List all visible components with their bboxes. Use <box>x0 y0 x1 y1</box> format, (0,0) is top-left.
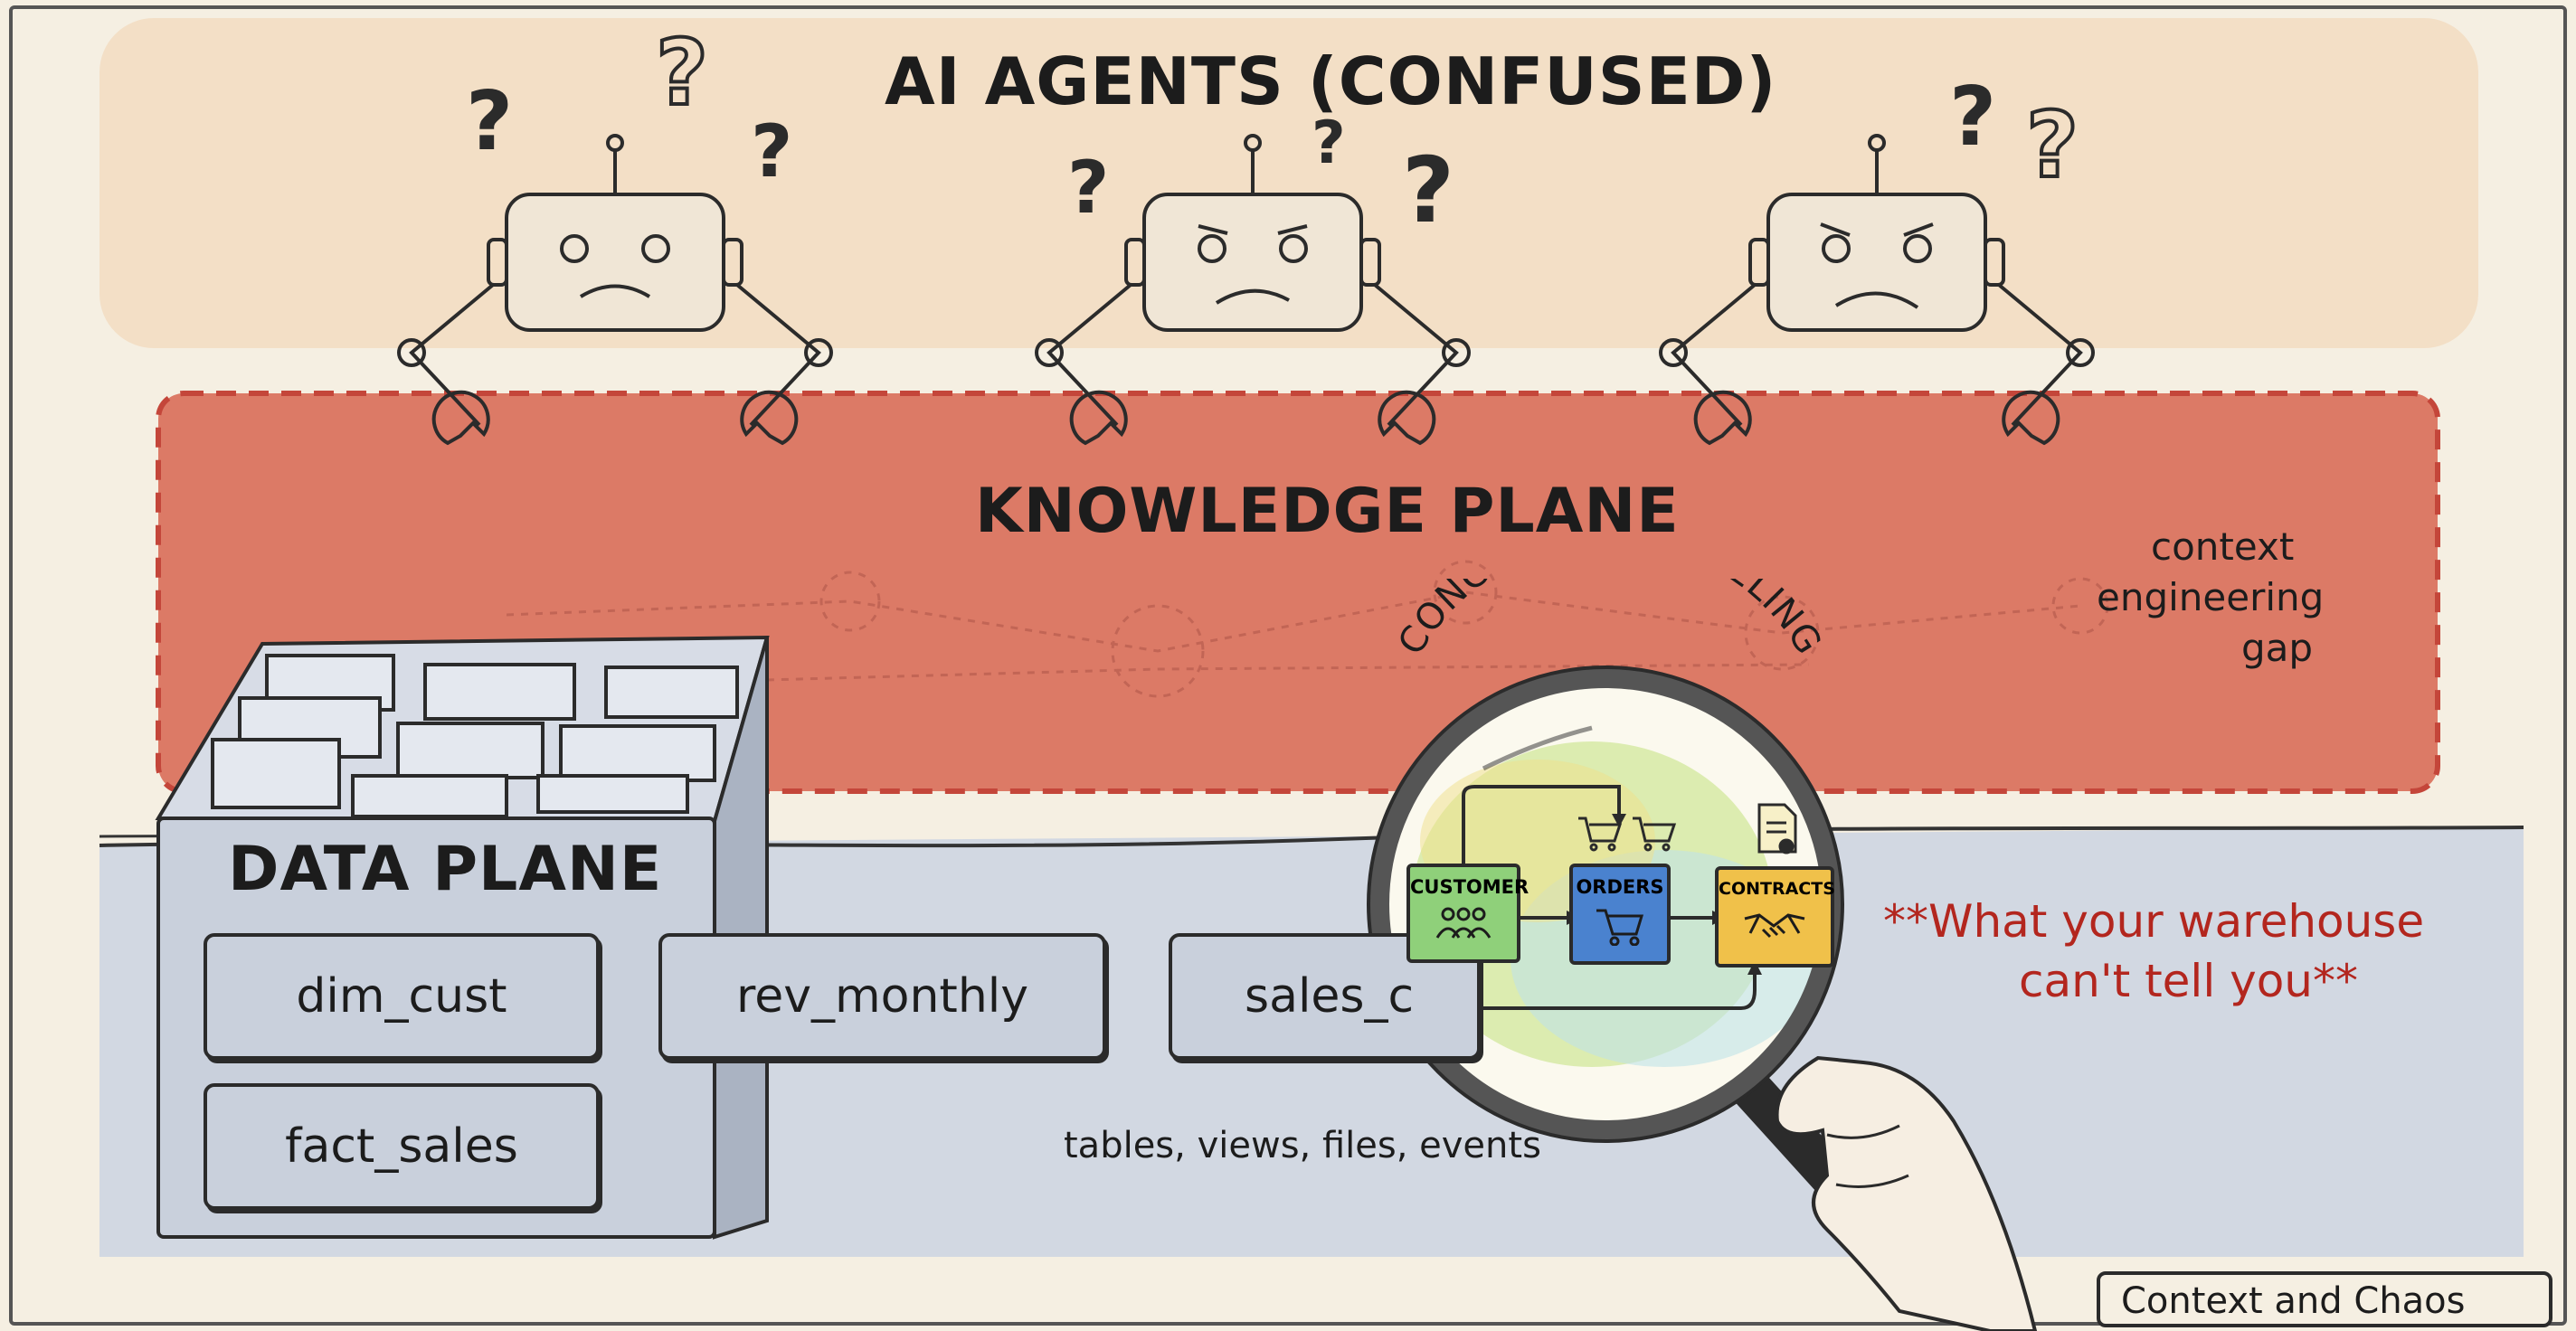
svg-text:?: ? <box>1067 146 1109 230</box>
hand-icon <box>1775 1055 2038 1331</box>
svg-text:?: ? <box>1402 137 1454 243</box>
document-icon <box>1757 803 1797 854</box>
table-rev-monthly: rev_monthly <box>658 933 1106 1060</box>
knowledge-note-line: context <box>2151 524 2295 569</box>
people-icon <box>1435 907 1492 939</box>
svg-text:?: ? <box>1312 109 1346 177</box>
shopping-cart-icon <box>1596 909 1644 946</box>
knowledge-note-line: gap <box>2241 626 2314 670</box>
svg-text:?: ? <box>2026 92 2079 198</box>
question-mark-icon: ? ? ? ? ? ? ? ? <box>466 18 2080 243</box>
entity-contracts-label: CONTRACTS <box>1719 879 1835 899</box>
entity-customer: CUSTOMER <box>1406 864 1529 963</box>
robot-icon <box>397 134 2095 446</box>
table-dim-cust: dim_cust <box>204 933 600 1060</box>
svg-text:CONCEPTUAL MODELING: CONCEPTUAL MODELING <box>1390 579 1830 662</box>
warehouse-callout-line: can't tell you** <box>2019 955 2358 1007</box>
handshake-icon <box>1744 913 1805 939</box>
entity-customer-label: CUSTOMER <box>1410 876 1530 898</box>
warehouse-callout-line: **What your warehouse <box>1883 895 2425 948</box>
entity-orders: ORDERS <box>1569 864 1671 965</box>
table-sales: sales_c <box>1169 933 1481 1060</box>
knowledge-note-line: engineering <box>2097 575 2325 619</box>
conceptual-modeling-arc: CONCEPTUAL MODELING <box>1390 579 1830 662</box>
svg-text:?: ? <box>656 20 708 126</box>
data-plane-footnote: tables, views, files, events <box>1064 1125 1541 1166</box>
corner-tag: Context and Chaos <box>2121 1280 2466 1322</box>
entity-contracts: CONTRACTS <box>1715 866 1835 968</box>
svg-text:?: ? <box>751 109 792 194</box>
entity-orders-label: ORDERS <box>1576 876 1664 898</box>
svg-text:?: ? <box>1949 70 1996 165</box>
table-fact-sales: fact_sales <box>204 1083 600 1210</box>
shopping-cart-icon <box>1578 817 1677 852</box>
agents-title: AI AGENTS (CONFUSED) <box>885 43 1777 119</box>
svg-text:?: ? <box>466 74 513 169</box>
data-plane-title: DATA PLANE <box>228 834 663 905</box>
knowledge-plane-title: KNOWLEDGE PLANE <box>975 476 1680 547</box>
